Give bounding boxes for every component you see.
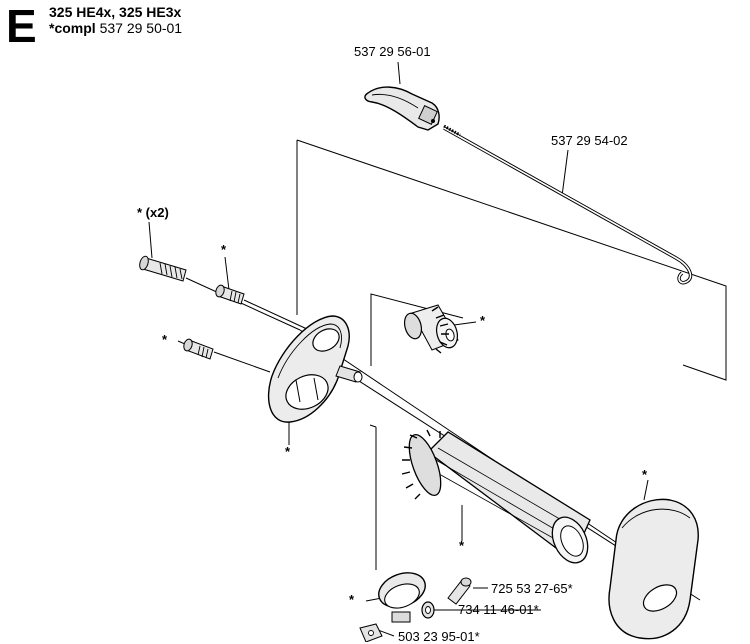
handle-housing-half <box>267 315 363 423</box>
star-lower-screw: * <box>162 332 168 347</box>
long-screw <box>139 255 187 282</box>
pinion-gear <box>403 304 459 354</box>
star-housing: * <box>285 444 291 459</box>
throttle-rod <box>443 124 693 285</box>
compl-prefix: *compl <box>49 20 96 36</box>
star-grip-tube: * <box>459 538 465 553</box>
star-upper-screw: * <box>221 242 227 257</box>
label-washer-part: 734 11 46-01* <box>458 602 539 617</box>
label-screw-part: 725 53 27-65* <box>491 581 573 596</box>
clip <box>359 623 383 642</box>
star-handle-rubber: * <box>642 467 648 482</box>
section-letter: E <box>6 0 37 52</box>
clamp-screw <box>447 577 472 605</box>
short-screw-upper <box>215 284 245 305</box>
star-clamp-ring: * <box>349 592 355 607</box>
model-title: 325 HE4x, 325 HE3x <box>49 4 182 20</box>
complete-assembly-number: *compl 537 29 50-01 <box>49 20 182 36</box>
label-trigger-part: 537 29 56-01 <box>354 44 431 59</box>
star-pinion-gear: * <box>480 313 486 328</box>
washer <box>421 601 435 619</box>
handle-rubber <box>608 498 699 640</box>
clamp-ring <box>378 572 426 623</box>
short-screw-lower <box>183 338 214 360</box>
label-rod-part: 537 29 54-02 <box>551 133 628 148</box>
grip-tube <box>401 429 591 564</box>
trigger-part <box>364 86 440 131</box>
label-clip-part: 503 23 95-01* <box>398 629 480 644</box>
compl-number: 537 29 50-01 <box>99 20 183 36</box>
label-long-screw-x2: * (x2) <box>137 205 169 220</box>
